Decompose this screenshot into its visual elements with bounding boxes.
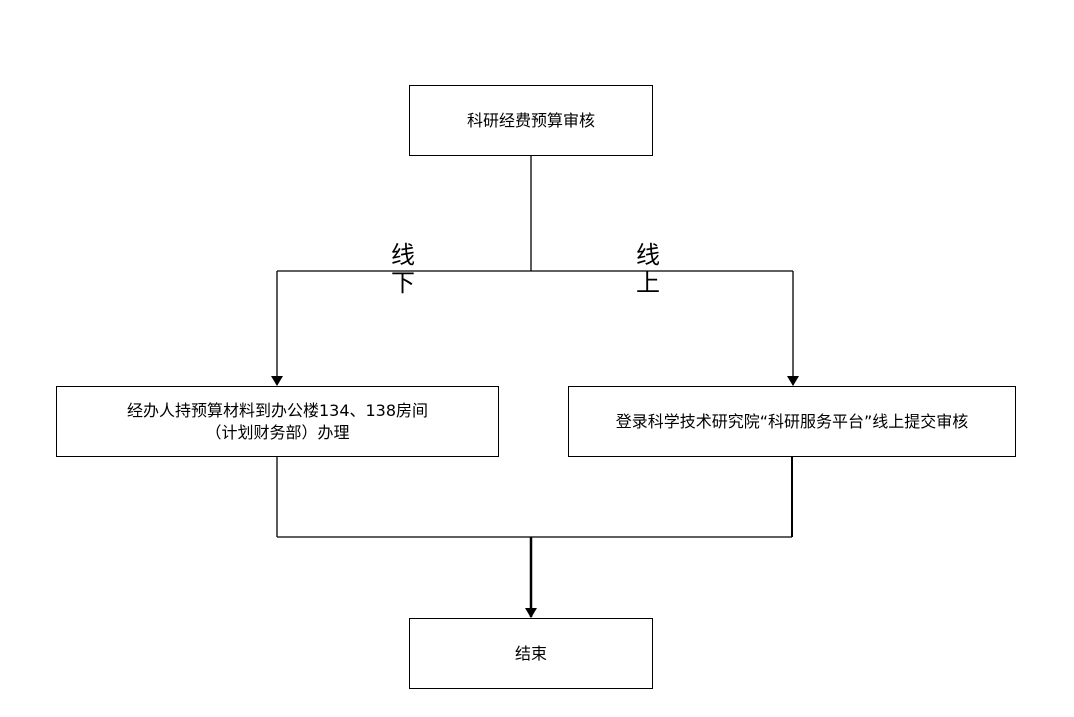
node-start-label: 科研经费预算审核 — [466, 110, 595, 130]
node-end: 结束 — [409, 618, 653, 689]
branch-label-online-line1: 线 — [636, 241, 660, 269]
node-end-label: 结束 — [514, 643, 547, 663]
branch-label-offline: 线 下 — [383, 241, 423, 297]
node-offline-step-line1: 经办人持预算材料到办公楼134、138房间 — [126, 400, 429, 420]
branch-label-online: 线 上 — [628, 241, 668, 297]
node-online-step: 登录科学技术研究院“科研服务平台”线上提交审核 — [568, 386, 1016, 457]
branch-label-offline-line2: 下 — [391, 269, 415, 297]
branch-label-online-line2: 上 — [636, 269, 660, 297]
node-offline-step: 经办人持预算材料到办公楼134、138房间 （计划财务部）办理 — [56, 386, 499, 457]
node-start: 科研经费预算审核 — [409, 85, 653, 156]
branch-label-offline-line1: 线 — [391, 241, 415, 269]
node-online-step-label: 登录科学技术研究院“科研服务平台”线上提交审核 — [615, 411, 969, 431]
node-offline-step-line2: （计划财务部）办理 — [205, 422, 350, 442]
